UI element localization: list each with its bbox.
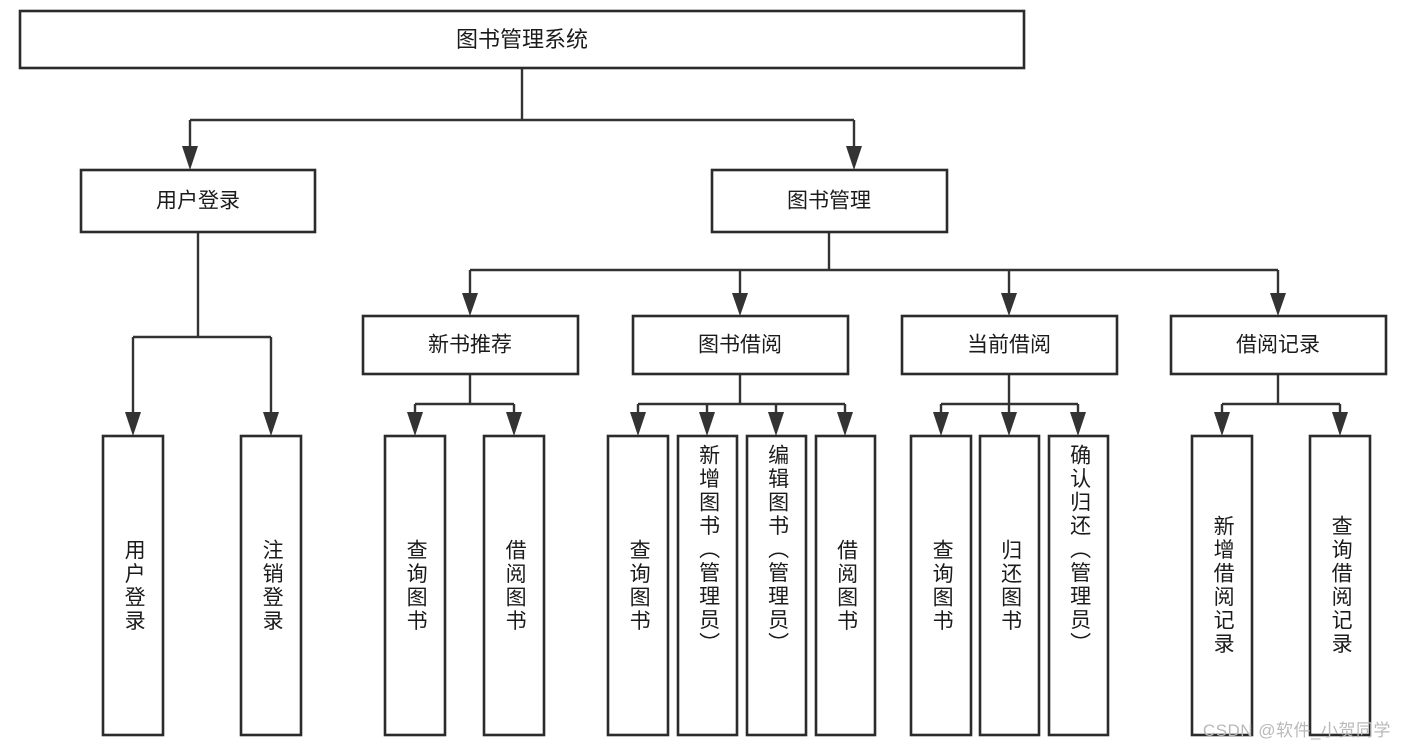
- node-current-borrow-box[interactable]: [900, 314, 1119, 376]
- node-user-login-label: 用户登录: [156, 190, 240, 213]
- leaf-box-user-logout[interactable]: [239, 434, 303, 737]
- leaf-box-edit-book[interactable]: [745, 434, 808, 737]
- leaf-box-borrow-book-2[interactable]: [814, 434, 877, 737]
- arrow-head-leaf-user-logout: [263, 412, 279, 436]
- csdn-watermark: CSDN @软件_小贺同学: [1202, 721, 1391, 740]
- arrow-head-new-book-recommend: [462, 293, 478, 316]
- arrow-head-leaf-borrow-book-2: [837, 412, 853, 436]
- leaf-box-add-record[interactable]: [1190, 434, 1254, 737]
- arrow-head-leaf-query-record: [1332, 412, 1348, 436]
- node-current-borrow-label: 当前借阅: [967, 334, 1051, 357]
- connector-current-borrow-to-leaves: [933, 374, 1086, 436]
- arrow-head-leaf-edit-book: [768, 412, 784, 436]
- connector-borrow-record-to-leaves: [1214, 374, 1348, 436]
- arrow-head-leaf-return-book: [1001, 412, 1017, 436]
- arrow-head-user-login: [182, 146, 198, 170]
- connector-user-login-to-leaves: [125, 233, 279, 436]
- connector-new-book-recommend-to-leaves: [407, 374, 522, 436]
- leaf-box-query-book-1[interactable]: [383, 434, 447, 737]
- leaf-box-return-book[interactable]: [978, 434, 1041, 737]
- node-book-management-box[interactable]: [710, 168, 949, 234]
- leaf-boxes: [101, 434, 1372, 737]
- arrow-head-leaf-add-book: [699, 412, 715, 436]
- leaf-box-confirm-return[interactable]: [1047, 434, 1110, 737]
- arrow-head-book-management: [846, 146, 862, 170]
- arrow-head-leaf-query-book-2: [630, 412, 646, 436]
- node-new-book-recommend-box[interactable]: [361, 314, 580, 376]
- connector-book-borrow-to-leaves: [630, 374, 853, 436]
- node-borrow-record-label: 借阅记录: [1236, 334, 1320, 357]
- leaf-box-query-book-2[interactable]: [606, 434, 670, 737]
- arrow-head-leaf-borrow-book-1: [506, 412, 522, 436]
- node-borrow-record-box[interactable]: [1169, 314, 1388, 376]
- node-user-login[interactable]: 用户登录: [79, 168, 317, 234]
- node-borrow-record[interactable]: 借阅记录: [1169, 314, 1388, 376]
- connector-book-management-to-level2: [462, 233, 1286, 316]
- node-new-book-recommend-label: 新书推荐: [428, 334, 512, 357]
- arrow-head-leaf-user-login: [125, 412, 141, 436]
- arrow-head-borrow-record: [1270, 293, 1286, 316]
- leaf-box-borrow-book-1[interactable]: [482, 434, 546, 737]
- node-book-borrow-label: 图书借阅: [698, 334, 782, 357]
- arrow-head-leaf-query-book-1: [407, 412, 423, 436]
- arrow-head-leaf-add-record: [1214, 412, 1230, 436]
- leaf-box-user-login[interactable]: [101, 434, 165, 737]
- leaf-box-query-book-3[interactable]: [909, 434, 973, 737]
- connector-root-to-level1: [182, 69, 862, 170]
- arrow-head-book-borrow: [732, 293, 748, 316]
- node-book-borrow[interactable]: 图书借阅: [631, 314, 850, 376]
- arrow-head-leaf-confirm-return: [1070, 412, 1086, 436]
- leaf-box-query-record[interactable]: [1308, 434, 1372, 737]
- node-new-book-recommend[interactable]: 新书推荐: [361, 314, 580, 376]
- node-book-borrow-box[interactable]: [631, 314, 850, 376]
- node-current-borrow[interactable]: 当前借阅: [900, 314, 1119, 376]
- arrow-head-current-borrow: [1001, 293, 1017, 316]
- node-root-box[interactable]: [18, 9, 1026, 70]
- leaf-box-add-book[interactable]: [676, 434, 739, 737]
- node-book-management-label: 图书管理: [787, 190, 871, 213]
- node-user-login-box[interactable]: [79, 168, 317, 234]
- node-root[interactable]: 图书管理系统: [18, 9, 1026, 70]
- node-root-label: 图书管理系统: [456, 27, 588, 52]
- arrow-head-leaf-query-book-3: [933, 412, 949, 436]
- node-book-management[interactable]: 图书管理: [710, 168, 949, 234]
